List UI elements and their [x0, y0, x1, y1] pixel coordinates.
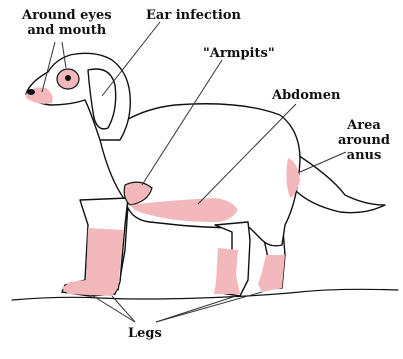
label-armpits: "Armpits": [203, 46, 275, 61]
legs-leader-4: [156, 292, 262, 322]
front-leg-highlight: [62, 228, 124, 296]
label-abdomen: Abdomen: [272, 88, 340, 103]
far-leg-highlight: [214, 248, 240, 294]
label-around-eyes-line1: Around eyes: [22, 8, 112, 23]
label-legs: Legs: [128, 326, 162, 341]
legs-leader-2: [112, 296, 135, 322]
eye-icon: [65, 75, 71, 81]
nose-icon: [27, 89, 35, 95]
label-ear-infection: Ear infection: [146, 8, 241, 23]
label-area-line2: around: [338, 133, 390, 148]
label-area-line1: Area: [338, 118, 390, 133]
dog-body: [100, 104, 300, 246]
label-around-eyes-mouth: Around eyes and mouth: [22, 8, 112, 38]
dog-ear: [88, 69, 116, 129]
label-around-eyes-line2: and mouth: [22, 23, 112, 38]
hind-leg-highlight: [258, 255, 285, 292]
label-area-around-anus: Area around anus: [338, 118, 390, 163]
legs-leader-1: [93, 296, 135, 322]
label-area-line3: anus: [338, 148, 390, 163]
